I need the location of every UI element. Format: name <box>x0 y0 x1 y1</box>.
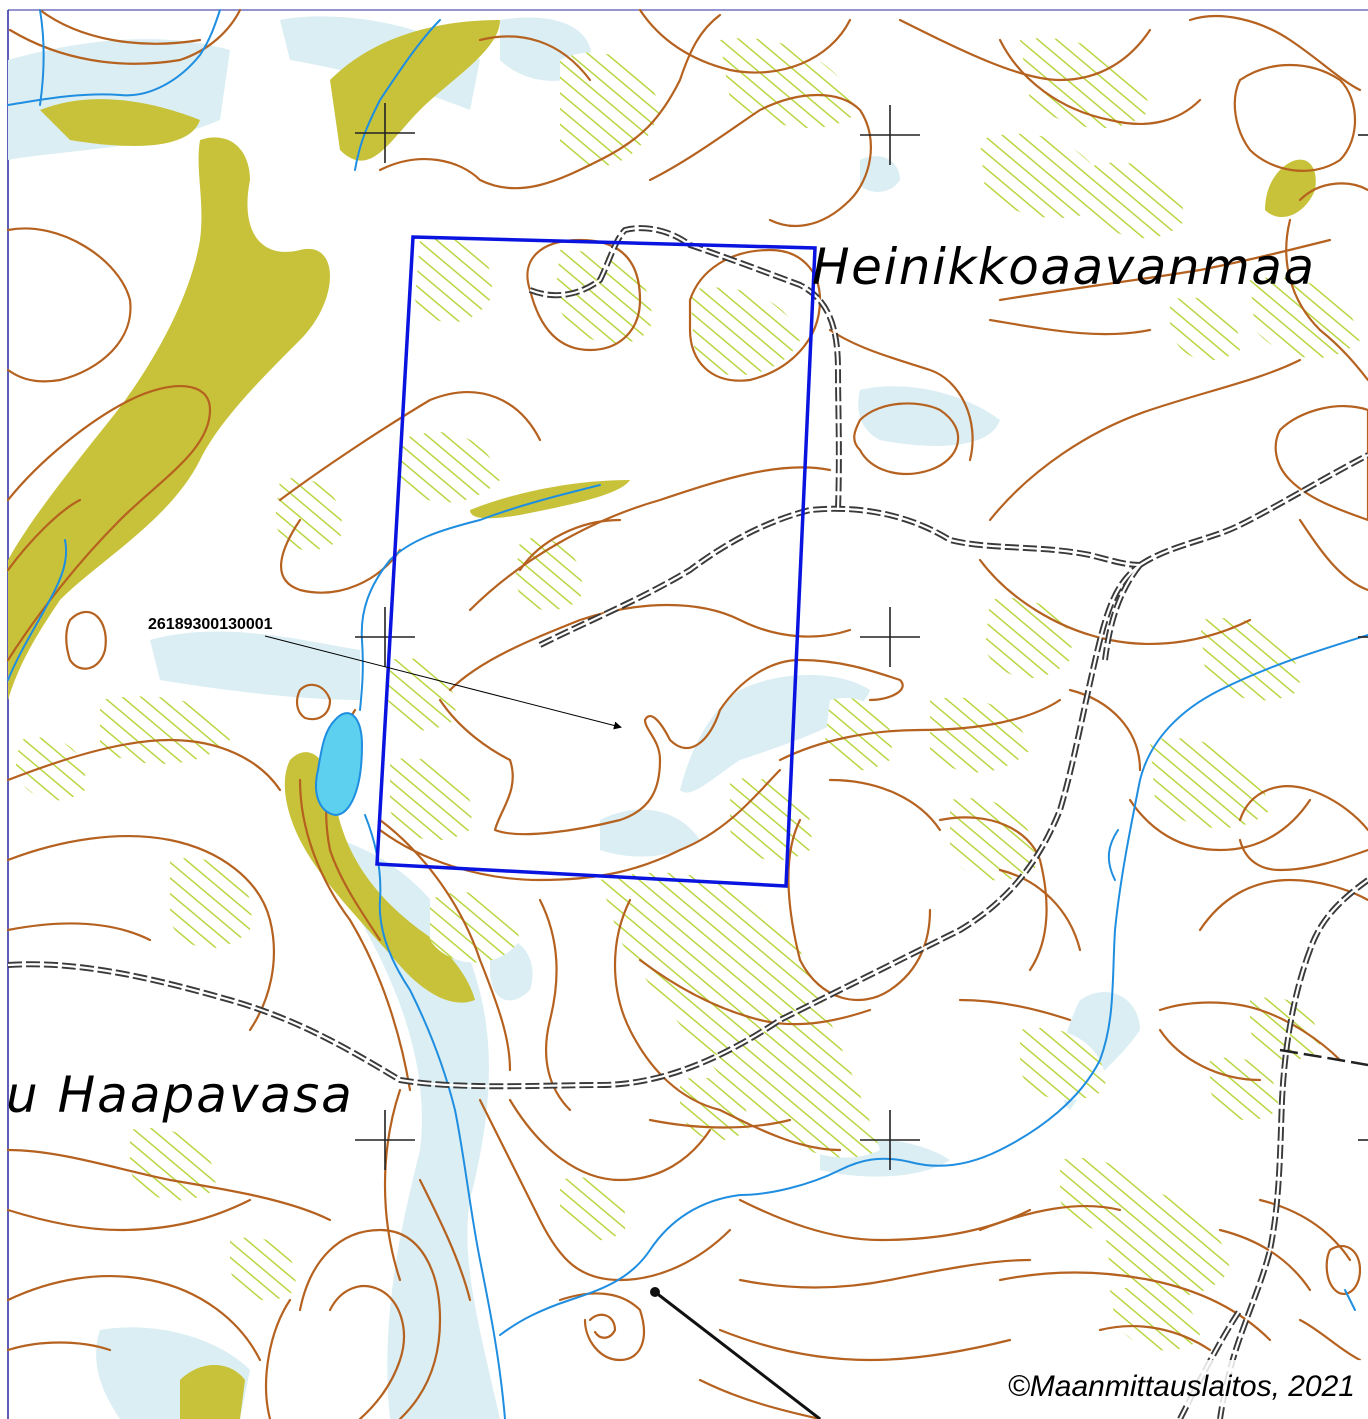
grid-cross-icon <box>860 105 920 165</box>
lake <box>315 712 364 817</box>
arrow-head-icon <box>264 635 622 730</box>
grid-cross-icon <box>860 1110 920 1170</box>
grid-cross-icon <box>355 607 415 667</box>
copyright-text: ©Maanmittauslaitos, 2021 <box>1008 1370 1355 1403</box>
parcel-outline[interactable] <box>375 235 817 888</box>
parcel-id-label: 26189300130001 <box>148 616 273 633</box>
grid-cross-icon <box>860 607 920 667</box>
place-label-heinikkoaavanmaa: Heinikkoaavanmaa <box>812 238 1316 296</box>
grid-crosses <box>355 103 1368 1170</box>
grid-cross-icon <box>355 103 415 163</box>
grid-cross-icon <box>355 1110 415 1170</box>
tracks <box>8 228 1368 1419</box>
place-label-haapavasa: u Haapavasa <box>6 1066 354 1124</box>
copyright-backdrop <box>975 1360 1365 1404</box>
power-line <box>650 1287 821 1419</box>
